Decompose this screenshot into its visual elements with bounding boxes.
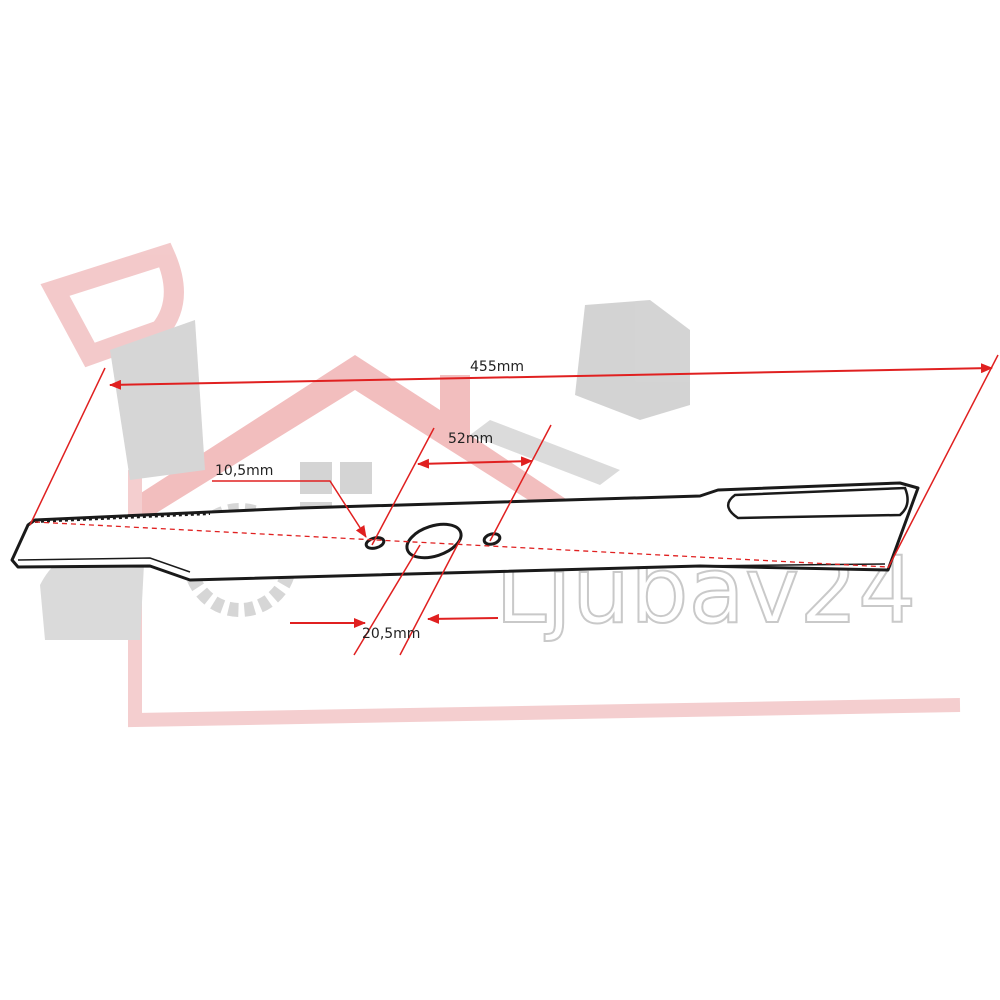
extension-line-right [887,354,999,569]
center-hole [405,522,463,560]
dimension-line-spacing [417,456,533,469]
extension-line-center-right [399,539,461,656]
dimension-hole-spacing: 52mm [371,424,552,546]
label-overall-length: 455mm [470,359,524,375]
blade-centerline [34,521,889,568]
small-hole-right [482,532,502,546]
watermark-brick-1 [300,462,332,494]
dimension-line-length [109,363,993,390]
label-small-hole: 10,5mm [215,463,273,479]
watermark-tool-icon [575,300,690,420]
extension-line-hole-right [489,424,552,542]
label-center-hole: 20,5mm [362,626,420,642]
watermark-y-letter [40,545,145,640]
extension-line-left [29,367,106,526]
label-hole-spacing: 52mm [448,431,493,447]
blade-top-edge-detail [34,513,211,523]
dimension-arrow-center-right [427,613,499,624]
blade-sharpened-edge [17,557,191,573]
blade-lift-wing [727,486,909,520]
watermark-handle [470,420,620,485]
blade-outline [10,481,920,582]
watermark-house-roof [130,355,575,520]
dimension-center-hole: 20,5mm [290,539,499,656]
watermark-brick-2 [340,462,372,494]
watermark-d-letter [40,242,184,368]
blade-bottom-edge-detail [689,563,886,567]
watermark-i-letter [110,320,205,480]
mower-blade [10,481,920,582]
extension-line-center-left [353,544,421,656]
dimension-small-hole: 10,5mm [212,463,367,538]
leader-line-small-hole [212,480,367,538]
extension-line-hole-left [371,427,435,546]
dimension-overall-length: 455mm [29,354,999,569]
